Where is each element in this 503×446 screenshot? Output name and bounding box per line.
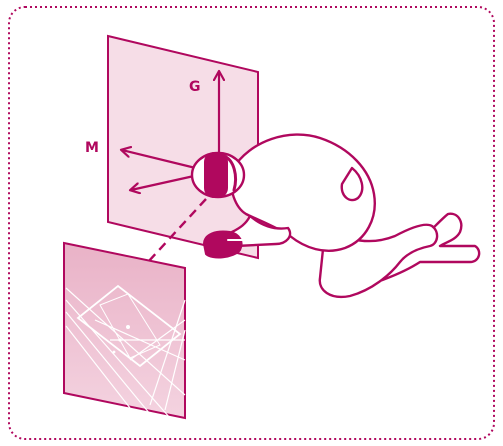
dotted-frame [8, 6, 495, 440]
projected-screen-panel [63, 241, 186, 420]
gravity-axis-label: G [189, 79, 201, 95]
magnetic-axis-label: M [85, 140, 99, 156]
controller-icon [202, 230, 251, 259]
headset-icon [204, 152, 238, 198]
reference-plane [107, 34, 259, 260]
